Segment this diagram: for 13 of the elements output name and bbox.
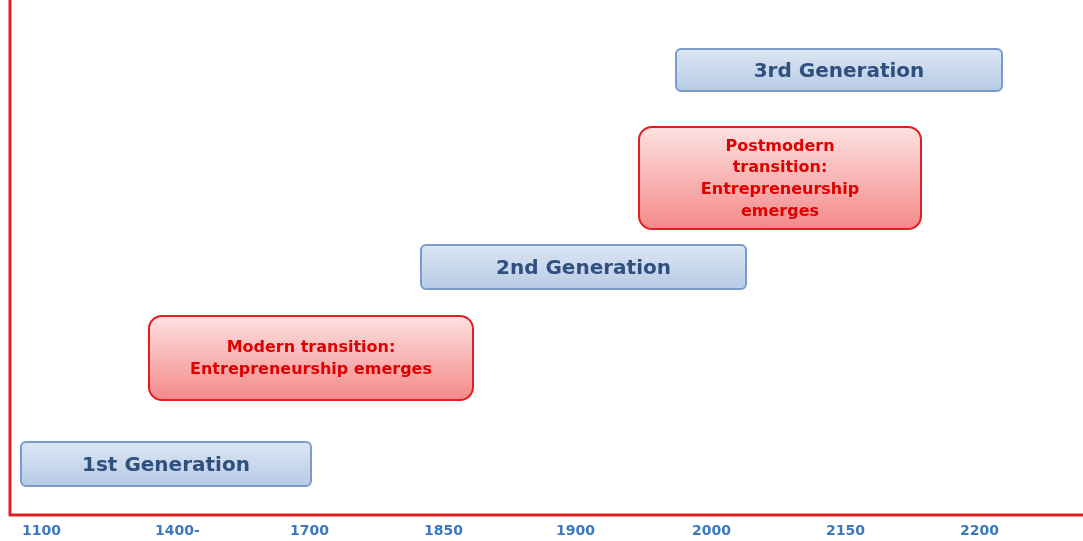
- axis-tick-label: 1400-: [155, 522, 200, 538]
- axis-tick-label: 1100: [22, 522, 61, 538]
- generation-box: 3rd Generation: [675, 48, 1003, 92]
- axis-tick-label: 2150: [826, 522, 865, 538]
- axis-tick-label: 1700: [290, 522, 329, 538]
- axis-tick-label: 2200: [960, 522, 999, 538]
- transition-box: Modern transition: Entrepreneurship emerges: [148, 315, 474, 401]
- generation-box: 2nd Generation: [420, 244, 747, 290]
- axis-tick-label: 2000: [692, 522, 731, 538]
- axis-tick-label: 1900: [556, 522, 595, 538]
- axis-tick-label: 1850: [424, 522, 463, 538]
- generation-box: 1st Generation: [20, 441, 312, 487]
- transition-box: Postmodern transition: Entrepreneurship emerges: [638, 126, 922, 230]
